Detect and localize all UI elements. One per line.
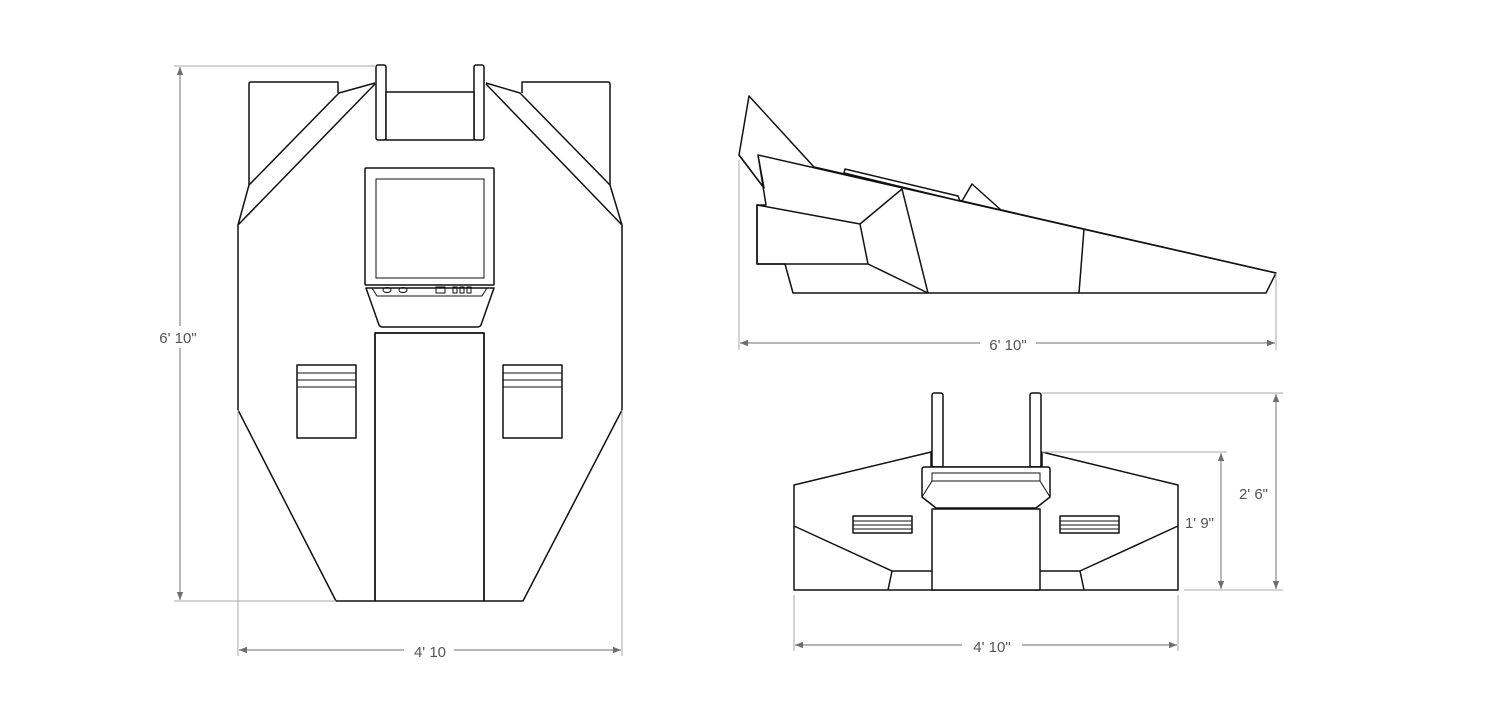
top-view-handle <box>375 64 485 141</box>
front-view: 4' 10" 2' 6" 1' 9" <box>793 392 1283 656</box>
front-view-body <box>793 392 1179 591</box>
top-view-depth-dimension: 6' 10" <box>150 65 376 602</box>
front-view-vent-right <box>1059 515 1120 534</box>
front-view-vent-left <box>852 515 913 534</box>
top-view-pedal-right <box>502 364 563 439</box>
top-view-pedal-left <box>296 364 357 439</box>
top-width-label: 4' 10 <box>414 644 446 661</box>
front-view-width-dimension: 4' 10" <box>793 595 1179 656</box>
top-depth-label: 6' 10" <box>159 330 196 347</box>
top-view-control-panel <box>365 286 495 328</box>
side-view-depth-dimension: 6' 10" <box>738 160 1277 354</box>
side-view-body <box>738 95 1277 294</box>
top-view-monitor <box>364 167 495 286</box>
front-view-overall-height-dimension: 2' 6" <box>1042 392 1283 591</box>
front-overall-height-label: 2' 6" <box>1239 486 1268 503</box>
side-view: 6' 10" <box>738 95 1277 354</box>
front-desk-height-label: 1' 9" <box>1185 515 1214 532</box>
front-view-desk-height-dimension: 1' 9" <box>1042 451 1227 589</box>
top-view: 6' 10" 4' 10 <box>150 64 623 661</box>
top-view-width-dimension: 4' 10 <box>237 410 623 661</box>
top-view-body <box>237 81 623 602</box>
front-width-label: 4' 10" <box>973 639 1010 656</box>
side-depth-label: 6' 10" <box>989 337 1026 354</box>
front-view-head-unit <box>921 466 1051 509</box>
